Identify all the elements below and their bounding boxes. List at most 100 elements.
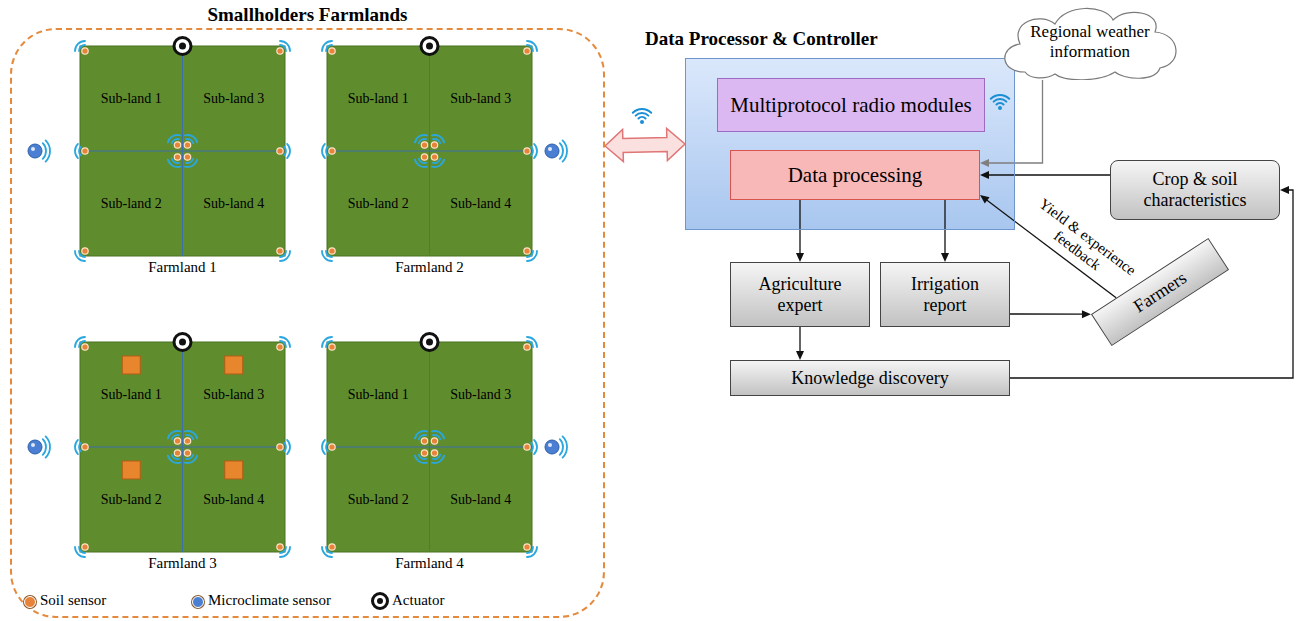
- node-text: Sub-land 1: [101, 91, 162, 107]
- plot-divider: [80, 151, 285, 152]
- connector: [941, 200, 949, 262]
- wifi-arcs: [75, 337, 85, 347]
- wifi-arcs: [527, 251, 533, 257]
- wifi-arcs: [75, 144, 78, 158]
- wifi-arcs: [46, 140, 50, 161]
- arrow-head: [980, 171, 989, 179]
- soil-sensor: [329, 148, 335, 154]
- wifi-arcs: [432, 135, 444, 142]
- actuator: [426, 43, 433, 50]
- wifi-arcs: [419, 435, 426, 439]
- soil-sensor: [524, 48, 530, 54]
- cloud-outline: [1005, 8, 1176, 79]
- soil-sensor: [184, 142, 190, 148]
- field-device: [122, 461, 140, 479]
- sub-land-cell: Sub-land 2: [327, 447, 430, 552]
- microclimate-sensor: [548, 147, 552, 151]
- process-box: Crop & soil characteristics: [1110, 160, 1280, 220]
- arrow-head: [1280, 186, 1289, 194]
- soil-sensor: [329, 248, 335, 254]
- soil-sensor: [277, 48, 283, 54]
- farmland-box: Farmland 1Sub-land 1Sub-land 2Sub-land 3…: [80, 46, 285, 256]
- field-device: [225, 356, 243, 374]
- wifi-arcs: [280, 547, 286, 553]
- connector: [605, 128, 685, 161]
- field-device: [122, 356, 140, 374]
- soil-sensor: [82, 148, 88, 154]
- group-heading: Data Processor & Controller: [641, 28, 882, 50]
- wifi-dot: [640, 120, 644, 124]
- wifi-icon: [996, 103, 1003, 104]
- panel-fill: [685, 58, 1015, 230]
- sub-land-cell: Sub-land 1: [327, 46, 430, 151]
- soil-sensor: [174, 142, 180, 148]
- sub-land-cell: Sub-land 3: [430, 46, 533, 151]
- soil-sensor: [329, 544, 335, 550]
- connector-line: [799, 200, 800, 254]
- wifi-arcs: [186, 455, 193, 459]
- connector-line: [988, 174, 1110, 175]
- soil-sensor: [329, 344, 335, 350]
- wifi-arcs: [322, 251, 332, 261]
- sub-land-cell: Sub-land 2: [327, 151, 430, 256]
- soil-sensor: [82, 48, 88, 54]
- connector: [980, 171, 1110, 179]
- wifi-arcs: [534, 144, 537, 158]
- wifi-arcs: [284, 443, 286, 451]
- process-box: Agriculture expert: [730, 262, 870, 327]
- wifi-arcs: [287, 440, 290, 454]
- soil-sensor: [421, 438, 427, 444]
- node-text: Sub-land 3: [450, 91, 511, 107]
- arrow-head: [1082, 310, 1091, 318]
- farmland-plot: [80, 342, 285, 552]
- soil-sensor: [421, 154, 427, 160]
- wifi-arcs: [79, 443, 81, 451]
- node-text: Knowledge discovery: [791, 368, 948, 389]
- wifi-arcs: [75, 547, 85, 557]
- wifi-arcs: [415, 160, 427, 167]
- soil-sensor: [277, 444, 283, 450]
- group-heading: Smallholders Farmlands: [12, 4, 603, 26]
- soil-sensor: [524, 544, 530, 550]
- wifi-arcs: [527, 547, 533, 553]
- wifi-arcs: [432, 456, 444, 463]
- soil-sensor: [174, 154, 180, 160]
- wifi-arcs: [185, 135, 197, 142]
- node-text: Crop & soil characteristics: [1119, 169, 1271, 210]
- arrow-head: [980, 159, 989, 167]
- farmland-box: Farmland 4Sub-land 1Sub-land 2Sub-land 3…: [327, 342, 532, 552]
- bidirectional-link: [605, 128, 685, 161]
- node-text: Sub-land 3: [203, 91, 264, 107]
- wifi-arcs: [75, 251, 85, 261]
- wifi-arcs: [168, 135, 180, 142]
- farmland-plot: [327, 342, 532, 552]
- node-text: Data processing: [788, 163, 923, 187]
- farmland-caption: Farmland 4: [307, 555, 552, 572]
- wifi-arcs: [326, 45, 332, 51]
- wifi-icon: [638, 117, 645, 118]
- wifi-icon: [991, 95, 1009, 99]
- farmland-caption: Farmland 2: [307, 259, 552, 276]
- wifi-arcs: [563, 140, 567, 161]
- wifi-arcs: [172, 139, 179, 143]
- arrow-head: [796, 253, 804, 262]
- actuator-symbol: [373, 594, 388, 609]
- soil-sensor: [431, 438, 437, 444]
- wifi-arcs: [527, 337, 537, 347]
- wifi-arcs: [185, 160, 197, 167]
- sub-land-cell: Sub-land 4: [183, 447, 286, 552]
- wifi-arcs: [185, 431, 197, 438]
- sub-land-cell: Sub-land 1: [80, 46, 183, 151]
- wifi-arcs: [280, 45, 286, 51]
- wifi-arcs: [560, 143, 563, 159]
- controller-panel: Data Processor & ControllerMultiprotocol…: [685, 58, 1015, 230]
- node-text: Sub-land 2: [348, 492, 409, 508]
- arrow-head: [980, 195, 990, 204]
- actuator: [421, 38, 438, 55]
- wifi-arcs: [280, 547, 290, 557]
- sub-land-cell: Sub-land 2: [80, 447, 183, 552]
- wifi-arcs: [322, 547, 332, 557]
- connector-line: [988, 80, 1043, 163]
- wifi-arcs: [419, 455, 426, 459]
